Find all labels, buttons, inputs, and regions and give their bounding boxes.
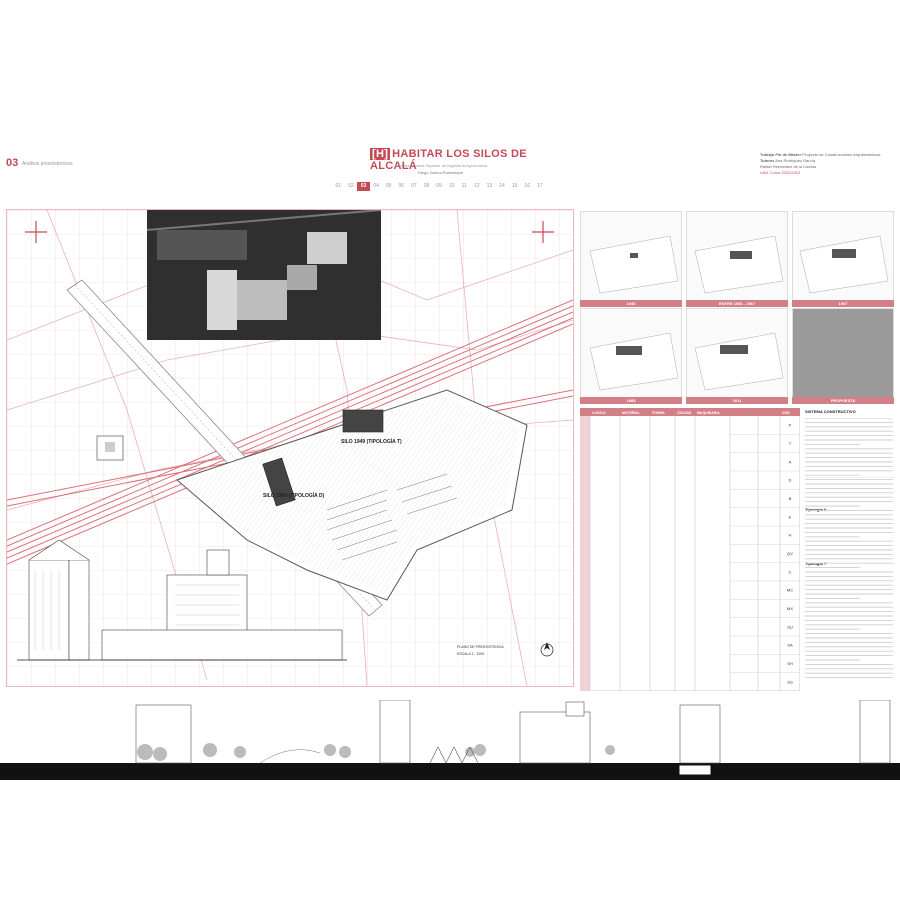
- pager-item[interactable]: 09: [436, 183, 442, 189]
- author-name: Diego García Palomeque: [418, 170, 463, 175]
- table-header-4: CELDAS: [677, 411, 692, 415]
- pager-item[interactable]: 02: [348, 183, 354, 189]
- table-code: A: [789, 459, 792, 464]
- evolution-drawings: [589, 235, 889, 391]
- pager-item[interactable]: 13: [486, 183, 493, 189]
- pager-item[interactable]: 12: [474, 183, 480, 189]
- classification-grid: LÓGICA MATERIAL FORMA CELDAS MAQUINARIA …: [579, 407, 801, 692]
- page-title: [H]HABITAR LOS SILOS DE ALCALÁ: [370, 148, 570, 172]
- label-silo-d: SILO 1969 (TIPOLOGÍA D): [263, 491, 325, 499]
- evolution-label-6: PROPUESTA: [792, 397, 894, 404]
- school-name: Escuela Técnica Superior de Ingeniería A…: [395, 163, 488, 168]
- pager-item[interactable]: 06: [398, 183, 405, 189]
- site-section: [0, 700, 900, 780]
- table-code: T: [789, 441, 792, 446]
- pager-item[interactable]: 05: [385, 183, 392, 189]
- title-badge: [H]: [370, 148, 391, 160]
- scale-title: PLANO DE PREEXISTENCIA: [457, 645, 504, 649]
- pager-item[interactable]: 16: [524, 183, 530, 189]
- label-silo-t: SILO 1949 (TIPOLOGÍA T): [341, 437, 402, 445]
- pager-item[interactable]: 03: [357, 182, 370, 191]
- table-code: D: [789, 478, 792, 483]
- evolution-label-5: 2011: [686, 397, 788, 404]
- table-code: SH: [787, 661, 793, 666]
- table-code: C: [789, 569, 792, 574]
- evolution-label-2: ENTRE 1956 - 1967: [686, 300, 788, 307]
- site-plan-drawing: SILO 1949 (TIPOLOGÍA T) SILO 1969 (TIPOL…: [6, 209, 574, 687]
- title-text: HABITAR LOS SILOS DE ALCALÁ: [370, 148, 527, 172]
- evolution-thumb-6: [792, 308, 894, 398]
- table-code: H: [789, 533, 792, 538]
- table-header-5: MAQUINARIA: [697, 411, 720, 415]
- text-type-a: Tipología A: [805, 506, 827, 512]
- scale-value: ESCALA 1 : 1000: [457, 652, 484, 656]
- sheet-subtitle: Análisis preexistencias: [22, 161, 73, 167]
- table-code: QV: [787, 551, 793, 556]
- pager-item[interactable]: 15: [511, 183, 518, 189]
- pager-item[interactable]: 08: [423, 183, 430, 189]
- table-header-1: LÓGICA: [592, 410, 606, 415]
- pager-item[interactable]: 07: [411, 183, 417, 189]
- pager-item[interactable]: 17: [537, 183, 543, 189]
- classification-table: LÓGICA MATERIAL FORMA CELDAS MAQUINARIA …: [579, 407, 801, 692]
- meta-value-1: Proyecto de Construcciones Arquitectónic…: [802, 152, 881, 157]
- table-code: SA: [787, 643, 793, 648]
- table-header-3: FORMA: [652, 411, 665, 415]
- site-plan: SILO 1949 (TIPOLOGÍA T) SILO 1969 (TIPOL…: [6, 209, 574, 687]
- pager-item[interactable]: 04: [373, 183, 379, 189]
- meta-value-2: Ana Rodríguez García: [775, 158, 816, 163]
- table-code: MC: [787, 588, 793, 593]
- project-meta: Trabajo Fin de Máster Proyecto de Constr…: [760, 152, 894, 176]
- table-code: SG: [787, 679, 793, 684]
- meta-label-2: Tutores: [760, 158, 775, 163]
- table-code: E: [789, 514, 792, 519]
- meta-value-3: Rafael Hernández de la Cuesta: [760, 164, 816, 169]
- pager-item[interactable]: 01: [335, 183, 342, 189]
- text-lines: [805, 418, 893, 679]
- table-header-7: CÓD: [782, 410, 790, 415]
- pager-item[interactable]: 10: [448, 183, 455, 189]
- pager-item[interactable]: 14: [499, 183, 505, 189]
- sheet-number: 03: [6, 157, 19, 169]
- text-heading: SISTEMA CONSTRUCTIVO: [805, 409, 856, 414]
- meta-label-1: Trabajo Fin de Máster: [760, 152, 802, 157]
- table-code: SU: [787, 624, 793, 629]
- pager-item[interactable]: 11: [461, 183, 467, 189]
- meta-course: UAH Curso 2022/2023: [760, 170, 801, 175]
- table-code: MX: [787, 606, 793, 611]
- table-header-2: MATERIAL: [622, 411, 641, 415]
- text-block-1: [805, 415, 895, 478]
- evolution-label-4: 1985: [580, 397, 682, 404]
- table-code: B: [789, 496, 792, 501]
- evolution-label-3: 1967: [792, 300, 894, 307]
- table-code: P: [789, 423, 792, 428]
- evolution-label-1: 1946: [580, 300, 682, 307]
